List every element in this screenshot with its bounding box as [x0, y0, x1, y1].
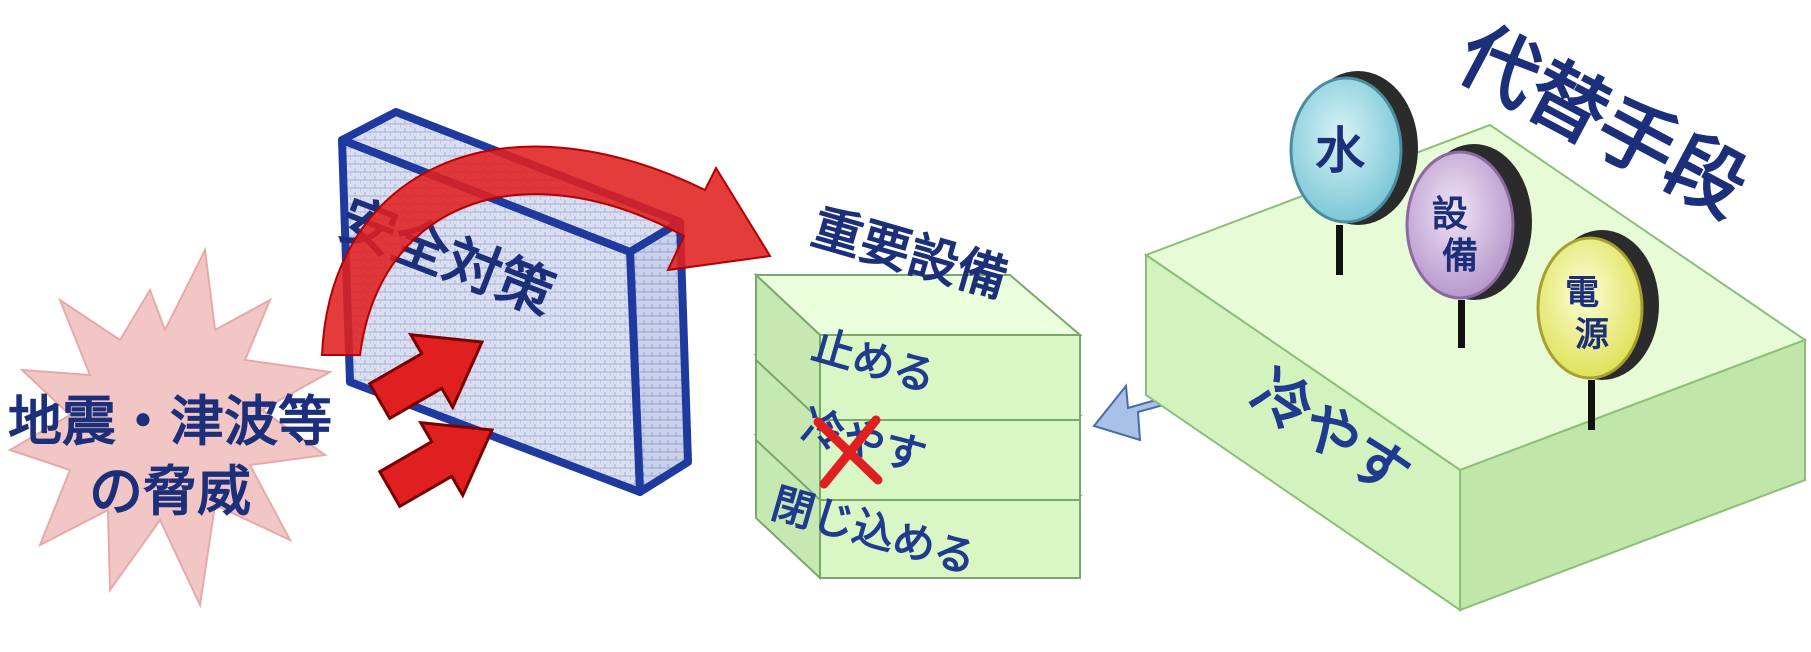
- threat-line-1: 地震・津波等: [8, 390, 332, 453]
- sign-power-char-2: 源: [1575, 315, 1609, 355]
- platform-right: [1459, 338, 1806, 612]
- sign-label-water: 水: [1315, 122, 1366, 180]
- sign-label-equipment: 設 備: [1432, 194, 1481, 277]
- bypass-arrow-body: [320, 145, 772, 356]
- sign-power-char-1: 電: [1565, 273, 1599, 313]
- bypass-arrow: [320, 145, 772, 356]
- threat-star-shape: [7, 246, 334, 609]
- failure-cross-icon: [813, 415, 883, 489]
- sign-water: 水: [1289, 71, 1418, 275]
- threat-line-2: の脅威: [89, 460, 251, 523]
- sign-equipment-char-2: 備: [1442, 236, 1478, 277]
- threat-burst: 地震・津波等 の脅威: [7, 246, 334, 609]
- sign-label-power: 電 源: [1565, 273, 1611, 355]
- impact-arrow-upper: [367, 332, 485, 421]
- sign-equipment: 設 備: [1405, 144, 1532, 348]
- impact-arrow-lower: [377, 420, 495, 509]
- key-equipment-stack: 重要設備 止める 冷やす 閉じ込める: [753, 198, 1083, 584]
- sign-equipment-char-1: 設: [1432, 194, 1468, 235]
- layer-stop: [753, 272, 1083, 423]
- sign-power: 電 源: [1536, 230, 1659, 430]
